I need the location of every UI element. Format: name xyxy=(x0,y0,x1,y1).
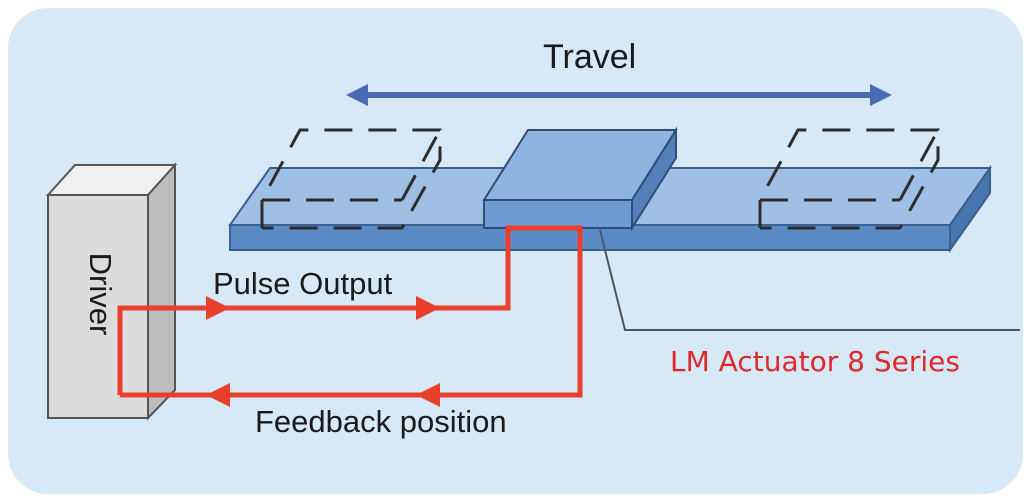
driver-label: Driver xyxy=(83,252,118,336)
signal-loop xyxy=(117,225,583,398)
signal-arrows xyxy=(206,296,440,407)
travel-arrow xyxy=(346,84,892,106)
product-name-label: LM Actuator 8 Series xyxy=(670,345,960,378)
ghost-carriage-left xyxy=(260,128,442,230)
driver-box xyxy=(45,162,178,421)
ghost-carriage-right xyxy=(758,128,940,230)
travel-label: Travel xyxy=(543,38,637,76)
pulse-output-label: Pulse Output xyxy=(213,266,393,301)
leader-line xyxy=(599,229,1020,331)
feedback-position-label: Feedback position xyxy=(255,404,507,439)
carriage-block xyxy=(482,126,678,232)
